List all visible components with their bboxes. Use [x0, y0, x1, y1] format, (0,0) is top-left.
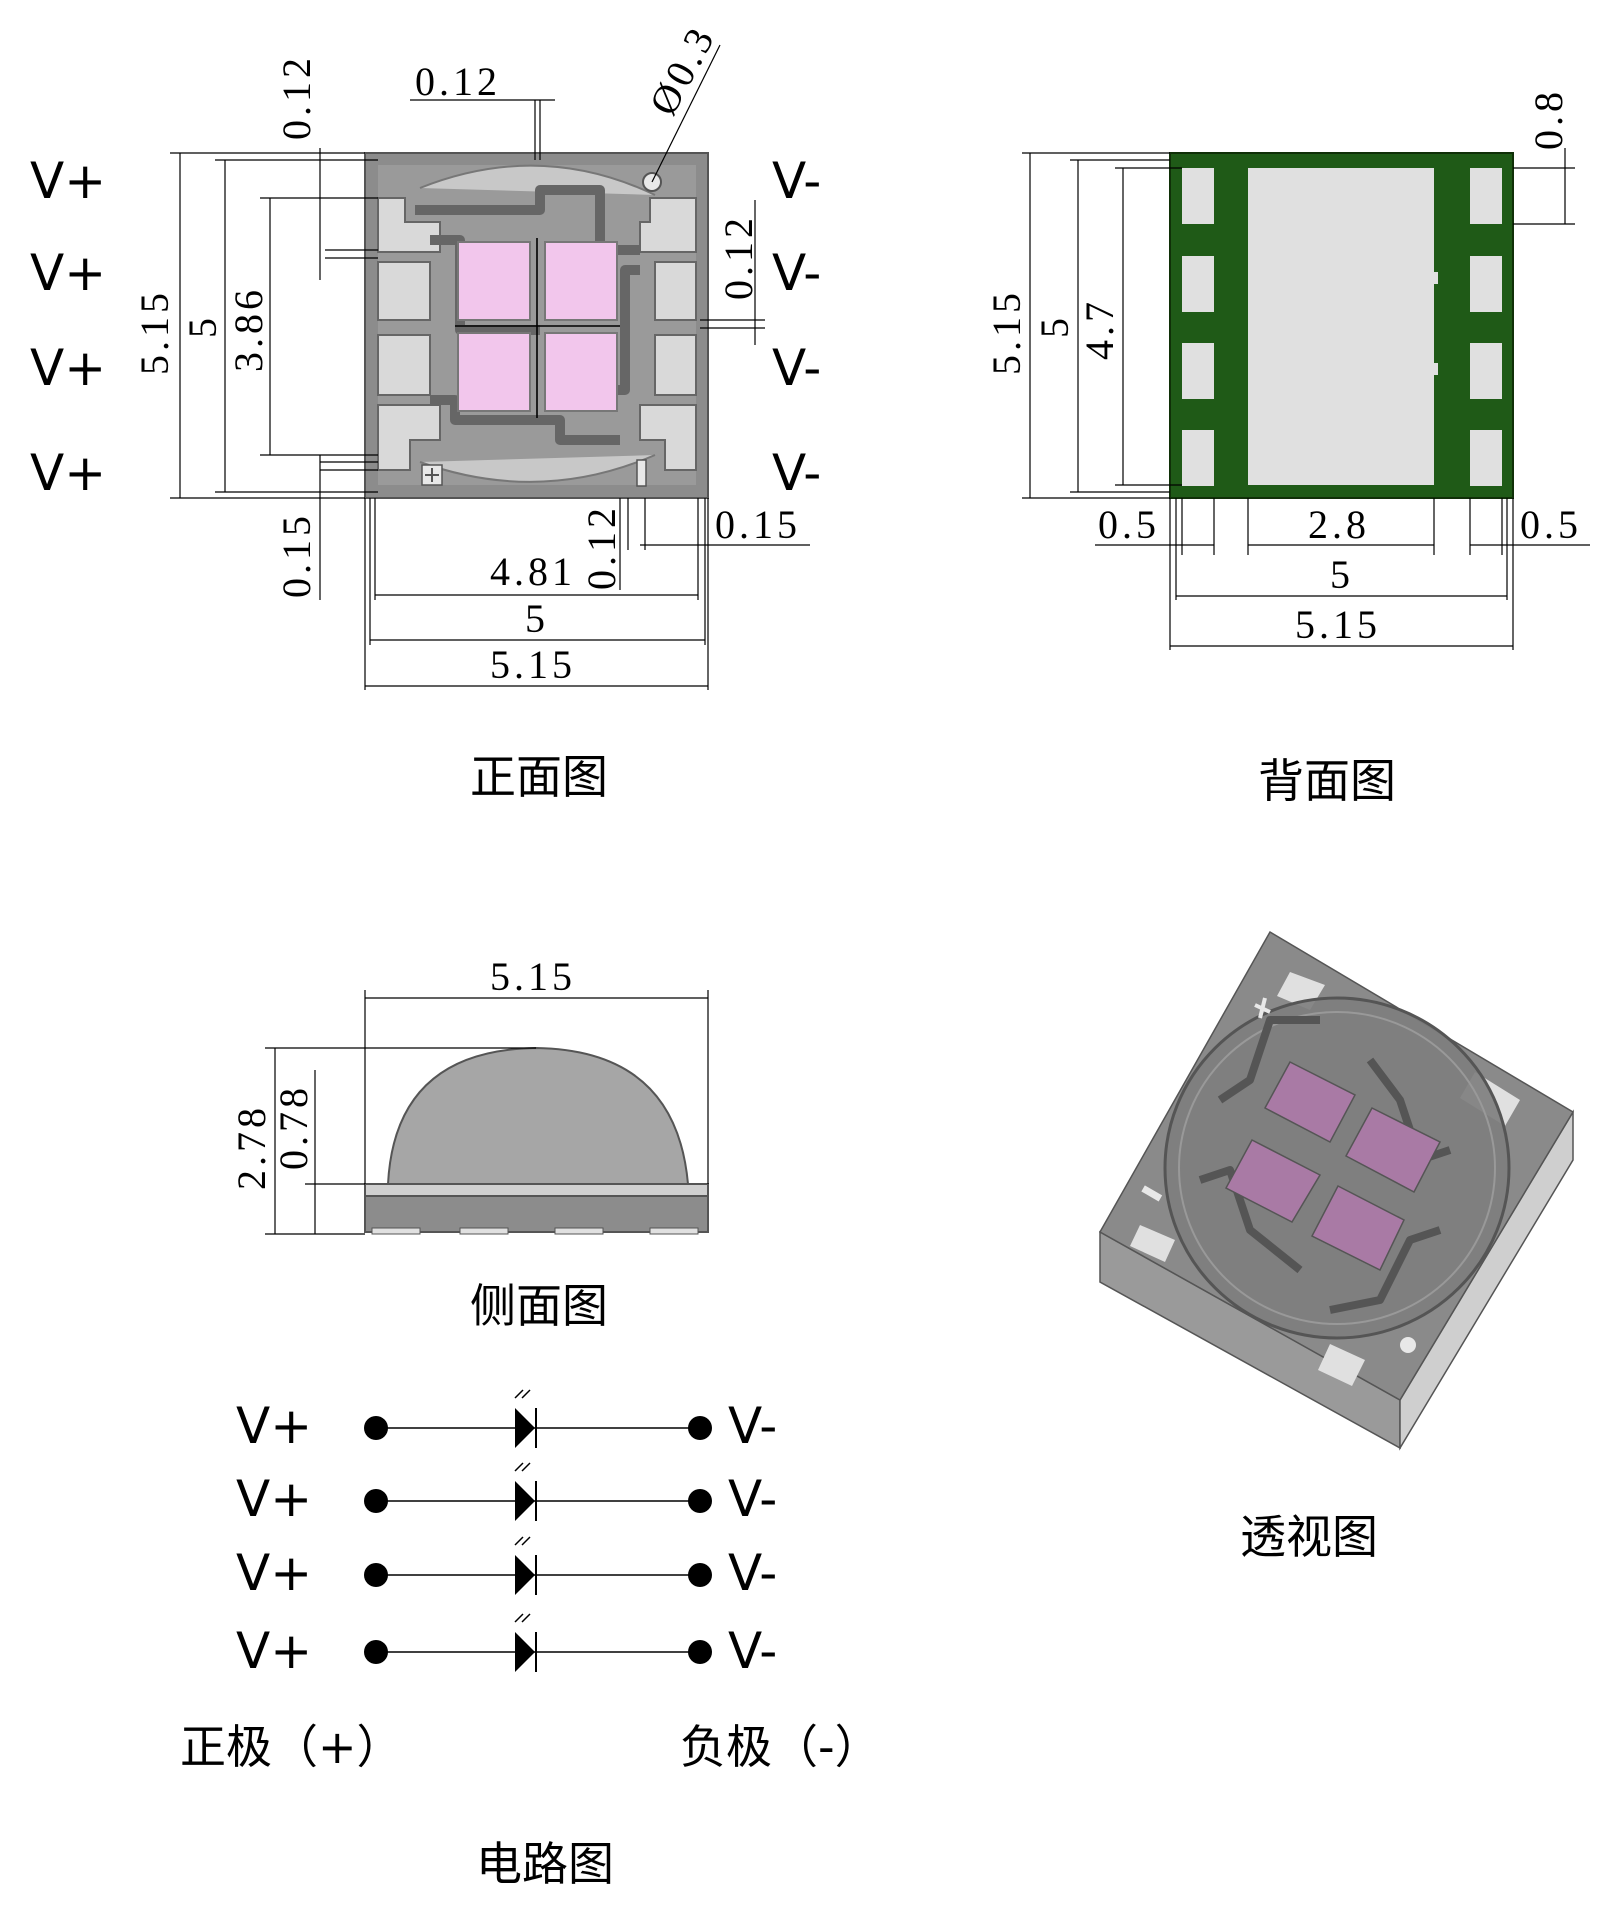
side-base: [364, 1195, 709, 1233]
front-left-pin-4: V+: [30, 444, 106, 502]
front-left-pin-1: V+: [30, 152, 106, 210]
back-dim-width-5: 5: [1330, 552, 1354, 597]
front-right-pin-4: V-: [772, 444, 821, 502]
circuit-diagram: V+ V- V+ V- V+: [180, 1389, 881, 1891]
circuit-negative-label: 负极（-）: [680, 1720, 881, 1774]
front-dim-top-trace: 0.12: [415, 59, 501, 104]
side-dim-base-height: 0.78: [271, 1084, 316, 1170]
back-view: 0.8 5.15 5 4.7 0.5 2.8 0.5 5 5.15 背面图: [984, 88, 1590, 808]
front-view-caption: 正面图: [470, 750, 608, 804]
front-die-3: [457, 332, 531, 412]
back-dim-pad-height: 4.7: [1077, 298, 1122, 360]
side-base-top: [364, 1183, 709, 1197]
perspective-hole-mark: [1400, 1337, 1416, 1353]
back-dim-pad-pitch: 0.8: [1526, 88, 1571, 150]
svg-text:V+: V+: [236, 1397, 312, 1455]
svg-text:V+: V+: [236, 1544, 312, 1602]
back-dim-inner-height: 5: [1032, 314, 1077, 338]
side-dome: [386, 1046, 690, 1185]
front-dim-pad-span: 3.86: [226, 286, 271, 372]
front-polarity-minus-mark: [636, 459, 647, 487]
back-dim-center-pad: 2.8: [1308, 502, 1370, 547]
front-dim-top-gap: 0.12: [274, 54, 319, 140]
side-dim-total-height: 2.78: [229, 1104, 274, 1190]
svg-text:V+: V+: [236, 1470, 312, 1528]
perspective-minus-mark: [1141, 1185, 1163, 1202]
perspective-plus-mark: [1254, 997, 1271, 1019]
front-right-pin-3: V-: [772, 339, 821, 397]
front-dim-width-481: 4.81: [490, 549, 576, 594]
perspective-dome: [1163, 996, 1511, 1340]
side-view: 5.15 2.78 0.78 侧面图: [229, 954, 709, 1333]
front-dim-right-gap: 0.12: [716, 214, 761, 300]
circuit-positive-label: 正极（+）: [180, 1720, 403, 1774]
front-left-pin-2: V+: [30, 244, 106, 302]
front-right-pin-1: V-: [772, 152, 821, 210]
front-dim-width-515: 5.15: [490, 642, 576, 687]
circuit-caption: 电路图: [476, 1837, 614, 1891]
perspective-die-4: [1310, 1184, 1405, 1272]
back-dim-right-pad: 0.5: [1520, 502, 1582, 547]
back-right-pads: [1470, 168, 1502, 486]
perspective-die-1: [1263, 1061, 1357, 1144]
svg-text:V+: V+: [236, 1622, 312, 1680]
svg-text:V-: V-: [728, 1544, 777, 1602]
front-dim-outer-height: 5.15: [132, 289, 177, 375]
front-right-pads: [639, 197, 697, 471]
front-view: V+ V+ V+ V+ V- V- V- V- 0.12 0.12 Ø0.3 0…: [30, 17, 821, 804]
front-right-pin-2: V-: [772, 244, 821, 302]
front-left-pin-3: V+: [30, 339, 106, 397]
front-die-4: [544, 332, 618, 412]
back-thermal-pad: [1248, 168, 1434, 485]
front-dome-bottom: [419, 454, 656, 483]
back-dim-width-515: 5.15: [1295, 602, 1381, 647]
svg-text:V-: V-: [728, 1622, 777, 1680]
front-dim-hole: Ø0.3: [640, 17, 724, 122]
front-dim-bottom-mid: 0.12: [579, 504, 624, 590]
circuit-row-1: V+ V-: [236, 1389, 777, 1455]
front-dim-bottom-left: 0.15: [274, 512, 319, 598]
perspective-view-caption: 透视图: [1240, 1510, 1378, 1564]
front-dim-inner-height: 5: [180, 314, 225, 338]
svg-text:V-: V-: [728, 1470, 777, 1528]
circuit-row-2: V+ V-: [236, 1462, 777, 1528]
front-die-2: [544, 241, 618, 321]
circuit-row-3: V+ V-: [236, 1536, 777, 1602]
front-die-1: [457, 241, 531, 321]
back-dim-left-pad: 0.5: [1098, 502, 1160, 547]
svg-text:V-: V-: [728, 1397, 777, 1455]
side-dim-width: 5.15: [490, 954, 576, 999]
back-view-caption: 背面图: [1258, 754, 1396, 808]
back-left-pads: [1182, 168, 1214, 486]
perspective-view: 透视图: [1098, 930, 1575, 1564]
side-view-caption: 侧面图: [470, 1279, 608, 1333]
front-dim-bottom-right: 0.15: [715, 502, 801, 547]
front-dim-width-5: 5: [525, 596, 549, 641]
front-polarity-plus-mark: [421, 464, 443, 486]
back-dim-outer-height: 5.15: [984, 289, 1029, 375]
circuit-row-4: V+ V-: [236, 1613, 777, 1680]
perspective-die-2: [1344, 1107, 1442, 1194]
front-left-pads: [377, 197, 441, 471]
perspective-die-3: [1224, 1138, 1322, 1223]
